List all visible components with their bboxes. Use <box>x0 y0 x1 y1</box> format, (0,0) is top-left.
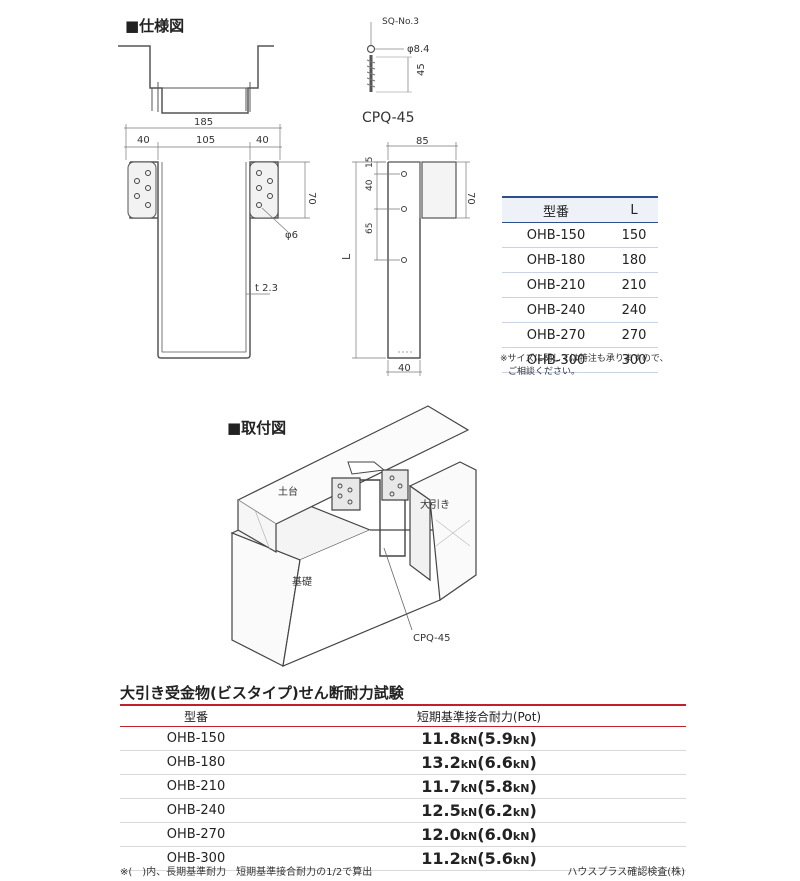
size-length: 150 <box>610 222 658 248</box>
side-bottom-dim: 40 <box>398 363 411 374</box>
table-row: OHB-270 12.0kN(6.0kN) <box>120 822 686 847</box>
side-view <box>352 142 470 376</box>
size-model: OHB-270 <box>502 322 611 348</box>
test-value: 11.8kN(5.9kN) <box>272 726 686 751</box>
front-right-dim: 40 <box>256 135 269 146</box>
size-note: ※サイズに関しては特注も承りますので、 ご相談ください。 <box>500 353 680 379</box>
side-40-dim: 40 <box>365 179 375 191</box>
side-height-dim: 70 <box>465 192 476 205</box>
certifier: ハウスプラス確認検査(株) <box>567 867 685 878</box>
screw-drawing <box>366 22 412 93</box>
side-top-dim: 85 <box>416 136 429 147</box>
size-model: OHB-240 <box>502 297 611 323</box>
test-model: OHB-240 <box>120 798 272 823</box>
test-model: OHB-270 <box>120 822 272 847</box>
side-length-dim: L <box>340 253 353 260</box>
size-model: OHB-210 <box>502 272 611 298</box>
screw-length-label: 45 <box>416 63 427 76</box>
size-col-length: L <box>610 196 658 223</box>
size-col-model: 型番 <box>502 196 611 223</box>
label-beam: 大引き <box>420 498 450 511</box>
size-length: 240 <box>610 297 658 323</box>
front-left-dim: 40 <box>137 135 150 146</box>
side-15-dim: 15 <box>365 157 375 168</box>
test-value: 13.2kN(6.6kN) <box>272 750 686 775</box>
front-middle-dim: 105 <box>196 135 215 146</box>
spec-section-title: ■仕様図 <box>125 17 185 35</box>
mounting-diagram <box>230 405 477 667</box>
table-row: OHB-210 11.7kN(5.8kN) <box>120 774 686 799</box>
test-value: 11.2kN(5.6kN) <box>272 846 686 871</box>
size-length: 210 <box>610 272 658 298</box>
test-model: OHB-300 <box>120 846 272 871</box>
screw-name-label: CPQ-45 <box>362 110 415 126</box>
test-col-strength: 短期基準接合耐力(Pot) <box>272 704 686 727</box>
size-model: OHB-150 <box>502 222 611 248</box>
side-65-dim: 65 <box>365 223 375 234</box>
label-screw: CPQ-45 <box>413 633 451 644</box>
bracket-top-view <box>118 45 274 114</box>
mount-section-title: ■取付図 <box>227 419 287 437</box>
table-row: OHB-180 13.2kN(6.6kN) <box>120 750 686 775</box>
size-note-line2: ご相談ください。 <box>508 367 581 377</box>
screw-model-label: SQ-No.3 <box>382 17 419 27</box>
test-model: OHB-150 <box>120 726 272 751</box>
table-row: OHB-300 11.2kN(5.6kN) <box>120 846 686 871</box>
test-table-header: 型番 短期基準接合耐力(Pot) <box>120 704 686 727</box>
test-value: 12.0kN(6.0kN) <box>272 822 686 847</box>
front-total-dim: 185 <box>194 117 213 128</box>
test-value: 11.7kN(5.8kN) <box>272 774 686 799</box>
test-title: 大引き受金物(ビスタイプ)せん断耐力試験 <box>120 684 404 702</box>
test-model: OHB-210 <box>120 774 272 799</box>
size-model: OHB-300 <box>502 347 611 373</box>
size-length: 300 <box>610 347 658 373</box>
front-thickness-dim: t 2.3 <box>255 283 278 294</box>
size-table-header: 型番 L <box>502 196 658 223</box>
front-view <box>124 124 310 359</box>
size-note-line1: ※サイズに関しては特注も承りますので、 <box>500 354 669 364</box>
test-col-model: 型番 <box>120 704 272 727</box>
test-footnote: ※( )内、長期基準耐力 短期基準接合耐力の1/2で算出 <box>120 867 373 878</box>
test-value: 12.5kN(6.2kN) <box>272 798 686 823</box>
table-row: OHB-150 11.8kN(5.9kN) <box>120 726 686 751</box>
front-hole-dim: φ6 <box>285 230 298 241</box>
test-table: 型番 短期基準接合耐力(Pot) OHB-150 11.8kN(5.9kN) O… <box>120 704 686 871</box>
label-foundation: 基礎 <box>292 575 312 588</box>
size-model: OHB-180 <box>502 247 611 273</box>
label-sill: 土台 <box>278 485 298 498</box>
front-height-dim: 70 <box>306 192 317 205</box>
table-row: OHB-240 12.5kN(6.2kN) <box>120 798 686 823</box>
size-length: 270 <box>610 322 658 348</box>
test-model: OHB-180 <box>120 750 272 775</box>
screw-diameter-label: φ8.4 <box>407 44 430 55</box>
size-length: 180 <box>610 247 658 273</box>
